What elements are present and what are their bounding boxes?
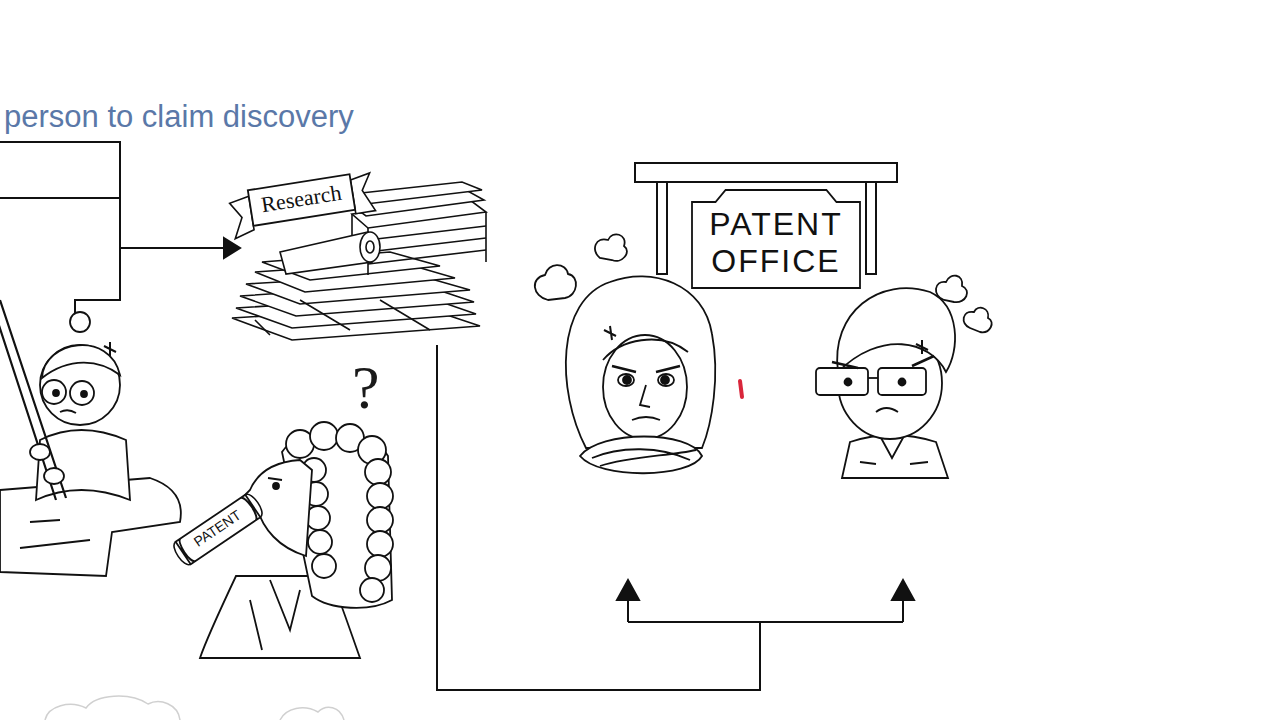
flag-girl	[81, 391, 87, 397]
frame-lines	[0, 197, 120, 199]
flag-girl	[40, 345, 120, 425]
angry-man	[816, 368, 868, 395]
research-pile	[280, 232, 372, 274]
arrow-connector	[892, 580, 914, 600]
angry-woman	[535, 234, 715, 473]
faint-clouds	[280, 707, 344, 720]
patent-office-building	[866, 182, 876, 274]
patent-scroll-outline	[176, 495, 261, 564]
angry-man	[845, 379, 852, 386]
research-pile	[368, 226, 486, 264]
angry-woman	[612, 366, 680, 372]
judge	[312, 554, 336, 578]
angry-man	[916, 340, 928, 354]
research-banner-outline	[228, 173, 376, 239]
arrow-connector	[437, 345, 760, 690]
arrow-connector	[437, 345, 914, 690]
angry-man	[816, 276, 992, 478]
flag-girl	[60, 410, 76, 413]
frame-lines	[224, 238, 240, 258]
sign-text: PATENT OFFICE	[698, 206, 854, 280]
angry-man	[936, 276, 967, 303]
flag-girl	[104, 342, 116, 356]
patent-office-building	[635, 163, 897, 182]
angry-woman	[632, 385, 660, 420]
flag-girl	[0, 300, 181, 576]
angry-woman	[604, 326, 616, 340]
patent-scroll: PATENT	[176, 495, 261, 564]
research-pile	[360, 232, 380, 262]
patent-scroll-outline	[171, 491, 266, 567]
red-mark	[740, 381, 742, 397]
angry-man	[899, 379, 906, 386]
angry-woman	[566, 276, 715, 448]
red-mark	[740, 381, 742, 397]
frame-lines	[0, 142, 120, 318]
angry-woman	[618, 374, 634, 386]
frame-lines	[0, 142, 240, 318]
arrow-connector	[628, 621, 903, 623]
heading-text: person to claim discovery	[4, 100, 354, 134]
research-pile	[255, 300, 430, 335]
judge	[360, 578, 384, 602]
research-pile	[352, 212, 486, 275]
flag-girl	[44, 468, 64, 484]
angry-man	[876, 408, 898, 412]
judge	[310, 422, 338, 450]
research-banner: Research	[248, 174, 355, 226]
angry-woman	[603, 340, 688, 360]
angry-woman	[592, 449, 696, 466]
angry-woman	[603, 335, 687, 439]
judge	[365, 555, 391, 581]
judge	[273, 483, 279, 489]
flag-girl	[0, 478, 181, 576]
judge	[200, 422, 393, 658]
research-banner-outline	[248, 174, 355, 226]
office-sign-outline	[692, 190, 860, 288]
frame-lines	[120, 247, 224, 249]
research-pile	[366, 241, 374, 253]
angry-woman	[535, 265, 576, 300]
question-mark: ?	[352, 356, 380, 418]
angry-man	[878, 368, 926, 395]
arrow-connector	[628, 598, 903, 622]
flag-girl	[42, 380, 66, 404]
angry-man	[842, 435, 948, 478]
angry-man	[868, 377, 878, 379]
judge	[367, 531, 393, 557]
angry-man	[964, 308, 992, 332]
judge	[268, 478, 282, 480]
judge	[250, 580, 300, 650]
angry-woman	[623, 376, 631, 384]
angry-man	[832, 356, 934, 368]
research-pile	[352, 182, 482, 204]
flag-girl	[36, 430, 130, 500]
flag-girl	[42, 345, 120, 378]
patent-office-building	[657, 182, 667, 274]
flag-girl	[20, 520, 90, 548]
flag-girl	[70, 312, 90, 332]
flag-girl	[0, 300, 66, 500]
angry-woman	[595, 234, 627, 260]
angry-woman	[661, 376, 669, 384]
angry-man	[837, 288, 955, 372]
flag-girl	[30, 444, 50, 460]
angry-man	[860, 436, 928, 464]
flag-girl	[53, 390, 59, 396]
judge	[308, 530, 332, 554]
angry-woman	[580, 437, 702, 474]
judge	[365, 459, 391, 485]
office-sign: PATENT OFFICE	[692, 190, 860, 288]
judge	[367, 483, 393, 509]
faint-clouds	[45, 696, 180, 720]
arrow-connector	[617, 580, 639, 600]
judge	[367, 507, 393, 533]
flag-girl	[70, 381, 94, 405]
faint-clouds	[45, 696, 344, 720]
angry-woman	[658, 374, 674, 386]
